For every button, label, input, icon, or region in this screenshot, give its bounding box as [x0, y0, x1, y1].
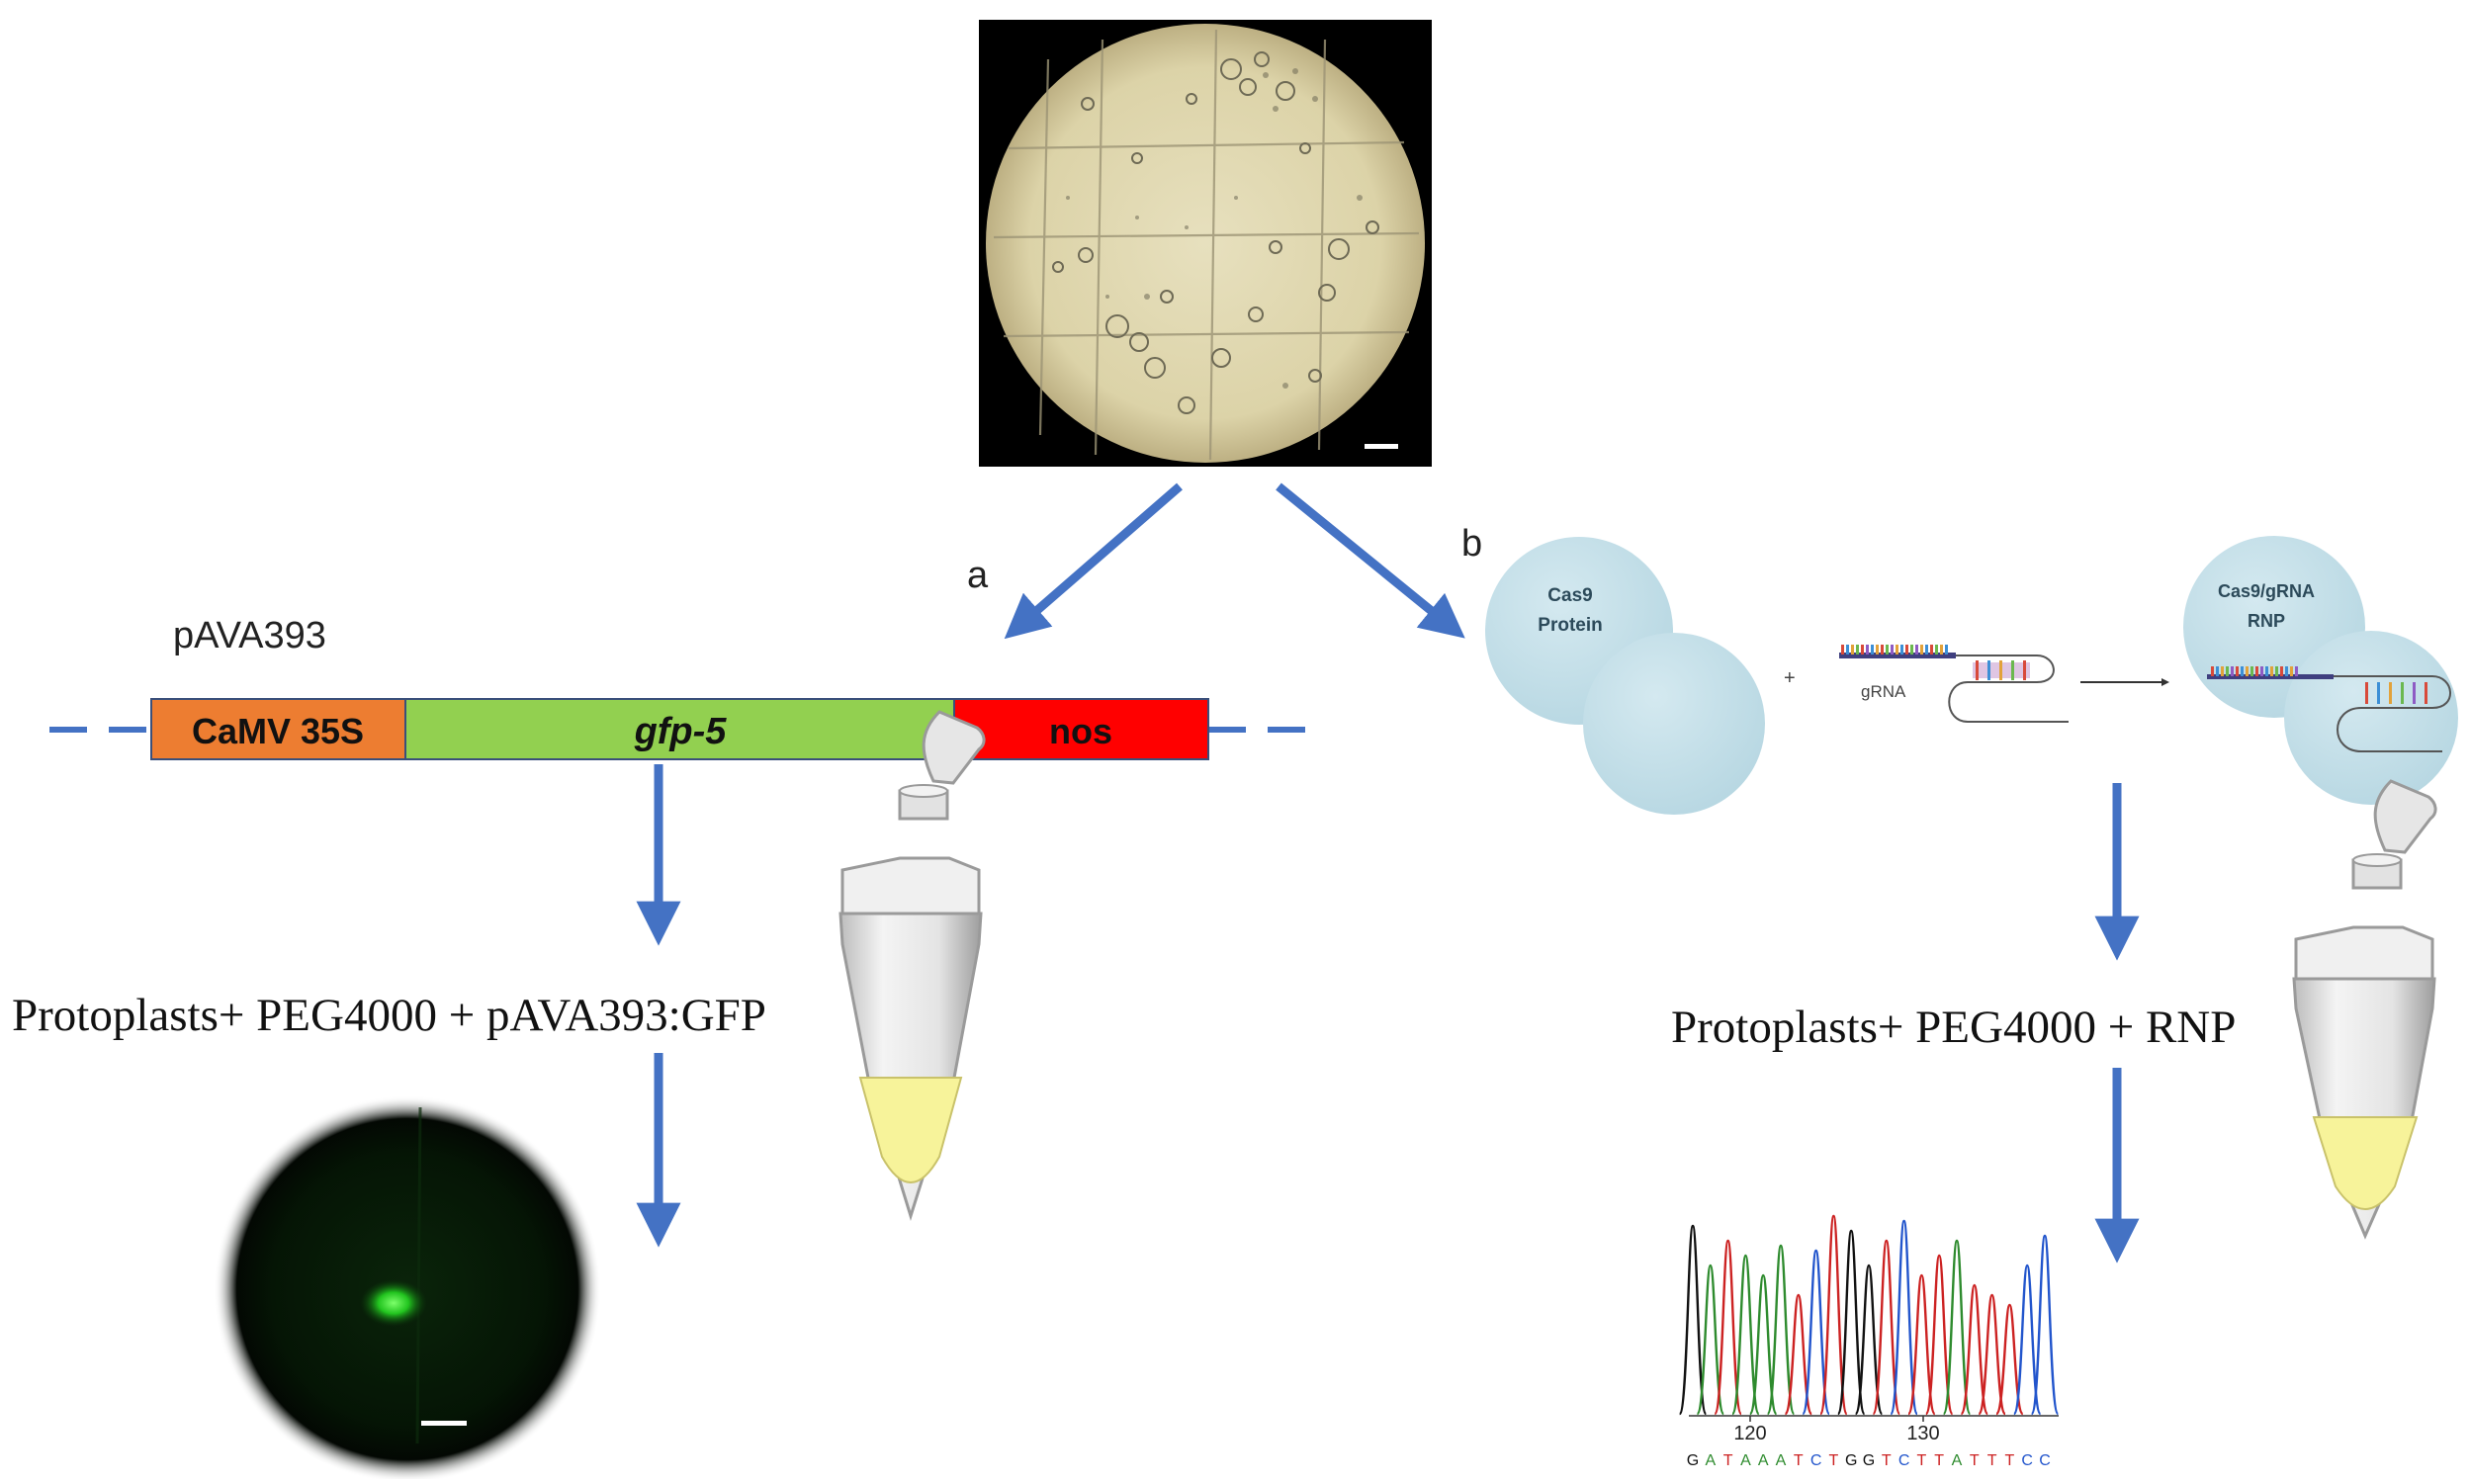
right-mix-text: Protoplasts+ PEG4000 + RNP [1671, 1002, 2236, 1053]
trace-peak-15 [1942, 1239, 1972, 1416]
gfp-scale-bar [421, 1421, 467, 1426]
trace-peak-0 [1678, 1224, 1708, 1416]
terminator-label: nos [1049, 711, 1112, 751]
trace-peak-9 [1836, 1229, 1866, 1416]
tick-label-130: 130 [1906, 1423, 1939, 1444]
base-call-10: G [1863, 1452, 1875, 1469]
trace-peak-3 [1730, 1254, 1760, 1416]
base-call-8: T [1829, 1452, 1839, 1469]
trace-peak-12 [1890, 1219, 1919, 1416]
rnp-complex-icon: Cas9/gRNA RNP [2183, 536, 2458, 805]
construct-name: pAVA393 [173, 615, 326, 656]
trace-peak-5 [1766, 1244, 1796, 1416]
chromatogram-traces [1678, 1214, 2060, 1416]
cas9-label-line2: Protein [1538, 615, 1602, 636]
cas9-label-line1: Cas9 [1547, 585, 1592, 606]
base-call-17: T [1987, 1452, 1997, 1469]
trace-peak-18 [1994, 1303, 2024, 1416]
base-call-14: T [1934, 1452, 1944, 1469]
trace-peak-10 [1854, 1264, 1884, 1416]
base-call-12: C [1898, 1452, 1910, 1469]
base-call-2: T [1723, 1452, 1733, 1469]
base-call-15: A [1952, 1452, 1963, 1469]
trace-peak-6 [1784, 1293, 1813, 1416]
trace-peak-17 [1978, 1293, 2007, 1416]
trace-peak-20 [2030, 1234, 2060, 1416]
tick-label-120: 120 [1733, 1423, 1766, 1444]
base-call-6: T [1794, 1452, 1804, 1469]
gfp-fluorescence-image [214, 1095, 601, 1483]
base-call-0: G [1687, 1452, 1699, 1469]
base-call-9: G [1845, 1452, 1857, 1469]
base-call-16: T [1970, 1452, 1980, 1469]
trace-peak-13 [1906, 1273, 1936, 1416]
grna-icon: gRNA [1839, 645, 2069, 723]
branch-arrows [1004, 482, 1465, 640]
trace-peak-1 [1696, 1264, 1725, 1416]
trace-peak-8 [1818, 1214, 1848, 1416]
microtube-right-icon [2292, 779, 2437, 1240]
panel-label-a: a [967, 555, 989, 596]
arrow-to-b [1276, 482, 1465, 639]
base-call-18: T [2005, 1452, 2015, 1469]
gene-label: gfp-5 [634, 711, 728, 752]
plus-sign: + [1784, 667, 1796, 689]
protoplast-micrograph [979, 20, 1432, 467]
gfp-signal [360, 1279, 427, 1327]
trace-peak-16 [1960, 1283, 1989, 1416]
base-call-4: A [1758, 1452, 1769, 1469]
base-call-7: C [1810, 1452, 1822, 1469]
gene-segment [404, 698, 955, 760]
base-call-5: A [1776, 1452, 1787, 1469]
plasmid-construct: CaMV 35S gfp-5 nos [49, 698, 1315, 760]
trace-peak-14 [1924, 1254, 1954, 1416]
base-call-11: T [1882, 1452, 1892, 1469]
base-call-13: T [1917, 1452, 1927, 1469]
tube-liquid-right [2312, 1116, 2419, 1210]
tube-liquid [858, 1077, 963, 1183]
trace-peak-19 [2012, 1264, 2042, 1416]
base-call-3: A [1740, 1452, 1751, 1469]
trace-peak-4 [1748, 1273, 1778, 1416]
terminator-segment [953, 698, 1209, 760]
trace-peak-2 [1714, 1239, 1743, 1416]
rnp-label-line2: RNP [2248, 611, 2285, 631]
base-call-19: C [2021, 1452, 2033, 1469]
grna-label: gRNA [1861, 682, 1906, 701]
promoter-segment [150, 698, 406, 760]
rnp-label-line1: Cas9/gRNA [2218, 581, 2315, 601]
panel-label-b: b [1461, 523, 1482, 565]
cas9-protein-icon: Cas9 Protein [1485, 537, 1765, 815]
left-mix-text: Protoplasts+ PEG4000 + pAVA393:GFP [12, 990, 766, 1041]
scale-bar [1365, 444, 1398, 449]
trace-peak-7 [1802, 1249, 1831, 1416]
trace-peak-11 [1872, 1239, 1901, 1416]
base-call-20: C [2039, 1452, 2051, 1469]
base-call-1: A [1705, 1452, 1716, 1469]
microtube-left-icon [838, 710, 986, 1222]
promoter-label: CaMV 35S [192, 711, 364, 751]
arrow-to-a [1004, 482, 1183, 640]
